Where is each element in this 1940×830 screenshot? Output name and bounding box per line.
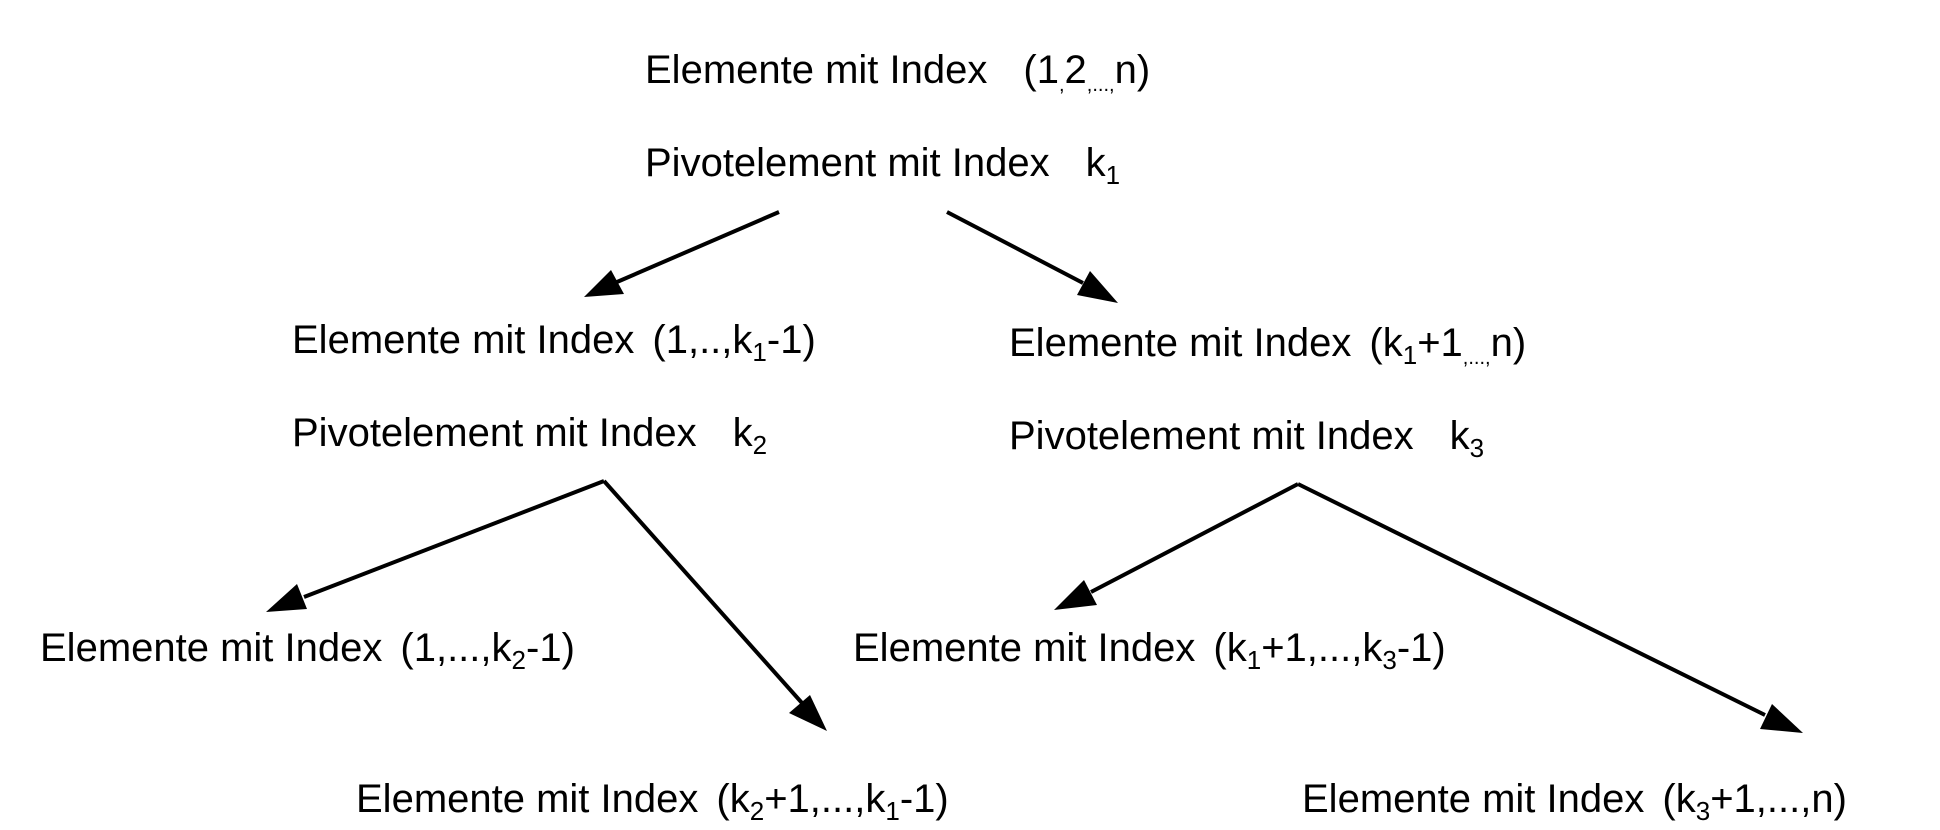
rightright-elements-line: Elemente mit Index (k3+1,...,n) [1302, 777, 1847, 826]
right-pivot-label: Pivotelement mit Index [1009, 414, 1414, 458]
edge-right-rightright [1297, 482, 1803, 733]
rightleft-elements-label: Elemente mit Index [853, 626, 1196, 670]
left-pivot-index: k2 [732, 411, 768, 460]
right-elements-label: Elemente mit Index [1009, 321, 1352, 365]
leftleft-elements-index: (1,...,k2-1) [400, 626, 575, 675]
left-elements-line: Elemente mit Index (1,..,k1-1) [292, 318, 816, 367]
root-pivot-label: Pivotelement mit Index [645, 141, 1050, 185]
left-elements-label: Elemente mit Index [292, 318, 635, 362]
root-elements-line: Elemente mit Index (1,2,...,n) [645, 50, 1150, 95]
right-pivot-index: k3 [1449, 414, 1485, 463]
leftleft-elements-line: Elemente mit Index (1,...,k2-1) [40, 626, 575, 675]
root-pivot-index: k1 [1085, 141, 1121, 190]
rightleft-elements-index: (k1+1,...,k3-1) [1213, 626, 1446, 675]
leftright-elements-index: (k2+1,...,k1-1) [716, 777, 949, 826]
edge-left-leftleft [266, 479, 605, 612]
root-elements-index: (1,2,...,n) [1023, 48, 1151, 96]
edge-right-rightleft [1054, 482, 1299, 610]
left-elements-index: (1,..,k1-1) [652, 318, 816, 367]
rightright-elements-label: Elemente mit Index [1302, 777, 1645, 821]
right-elements-index: (k1+1,...,n) [1369, 321, 1527, 370]
root-pivot-line: Pivotelement mit Index k1 [645, 141, 1121, 190]
rightright-elements-index: (k3+1,...,n) [1662, 777, 1847, 826]
rightleft-elements-line: Elemente mit Index (k1+1,...,k3-1) [853, 626, 1446, 675]
edge-root-left [584, 210, 780, 297]
leftleft-elements-label: Elemente mit Index [40, 626, 383, 670]
edge-left-leftright [602, 479, 827, 731]
left-pivot-label: Pivotelement mit Index [292, 411, 697, 455]
left-pivot-line: Pivotelement mit Index k2 [292, 411, 768, 460]
leftright-elements-line: Elemente mit Index (k2+1,...,k1-1) [356, 777, 949, 826]
root-elements-label: Elemente mit Index [645, 48, 988, 92]
leftright-elements-label: Elemente mit Index [356, 777, 699, 821]
edge-root-right [946, 210, 1118, 303]
right-elements-line: Elemente mit Index (k1+1,...,n) [1009, 323, 1526, 368]
right-pivot-line: Pivotelement mit Index k3 [1009, 414, 1485, 463]
